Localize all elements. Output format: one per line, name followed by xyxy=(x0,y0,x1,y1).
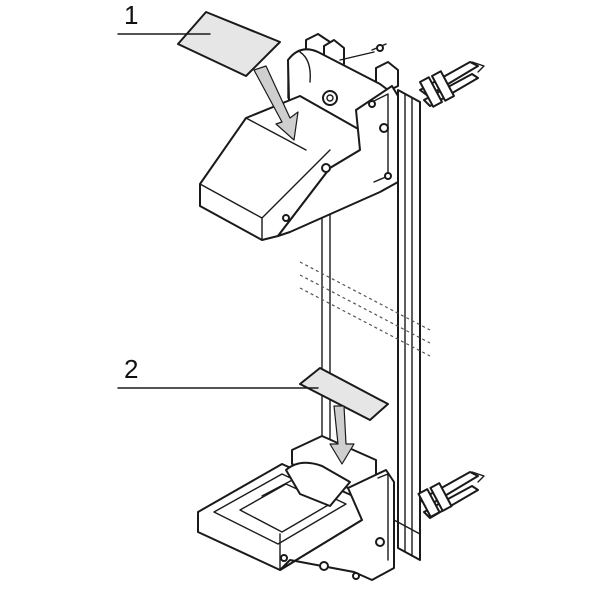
top-mounting-bolts xyxy=(419,61,485,108)
break-lines xyxy=(299,261,431,357)
vertical-frame xyxy=(321,89,421,561)
callout-number-1: 1 xyxy=(124,0,138,30)
lower-bracket xyxy=(197,435,421,581)
label-sticker-2 xyxy=(299,367,389,465)
callout-1: 1 xyxy=(117,0,211,35)
arrow-down-icon xyxy=(253,65,299,141)
bottom-mounting-bolts xyxy=(417,471,485,519)
upper-bracket xyxy=(199,33,399,241)
callout-number-2: 2 xyxy=(124,354,138,384)
arrow-down-icon xyxy=(329,405,355,465)
callout-2: 2 xyxy=(117,354,319,389)
